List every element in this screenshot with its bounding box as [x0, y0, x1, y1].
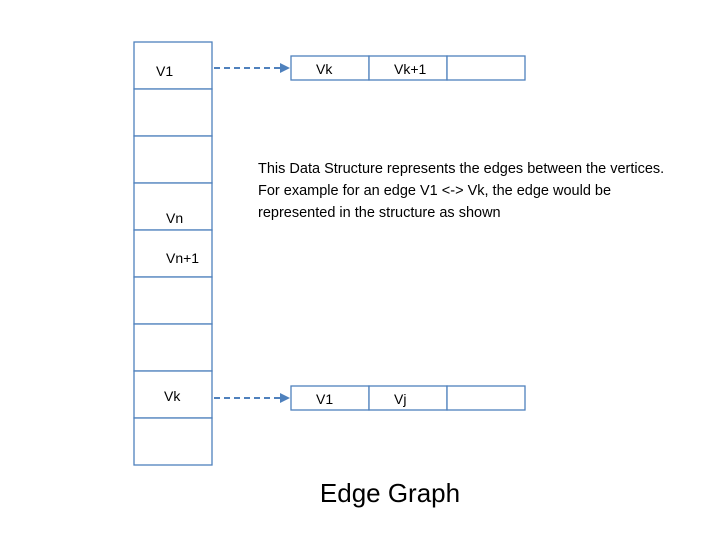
array-cell-label: Vk — [164, 388, 181, 404]
array-cell — [133, 135, 213, 184]
pointer-arrow-head — [280, 393, 290, 403]
list-node — [290, 385, 370, 411]
list-node-label: Vj — [394, 391, 406, 407]
array-cell — [133, 41, 213, 90]
array-cell — [133, 323, 213, 372]
list-node — [368, 385, 448, 411]
array-cell — [133, 88, 213, 137]
list-node — [446, 55, 526, 81]
list-node-label: Vk+1 — [394, 61, 427, 77]
diagram-caption: Edge Graph — [319, 478, 461, 508]
array-cell — [133, 182, 213, 231]
array-cell — [133, 276, 213, 325]
array-cell-label: Vn — [166, 210, 183, 226]
array-cell — [133, 370, 213, 419]
pointer-arrow-head — [280, 63, 290, 73]
array-cell — [133, 417, 213, 466]
list-node-label: Vk — [316, 61, 333, 77]
array-cell-label: V1 — [156, 63, 173, 79]
list-node — [368, 55, 448, 81]
list-node — [446, 385, 526, 411]
array-cell-label: Vn+1 — [166, 250, 199, 266]
list-node-label: V1 — [316, 391, 333, 407]
edge-lists: Vk Vk+1V1 Vj — [214, 55, 526, 411]
description-text: This Data Structure represents the edges… — [258, 161, 665, 221]
